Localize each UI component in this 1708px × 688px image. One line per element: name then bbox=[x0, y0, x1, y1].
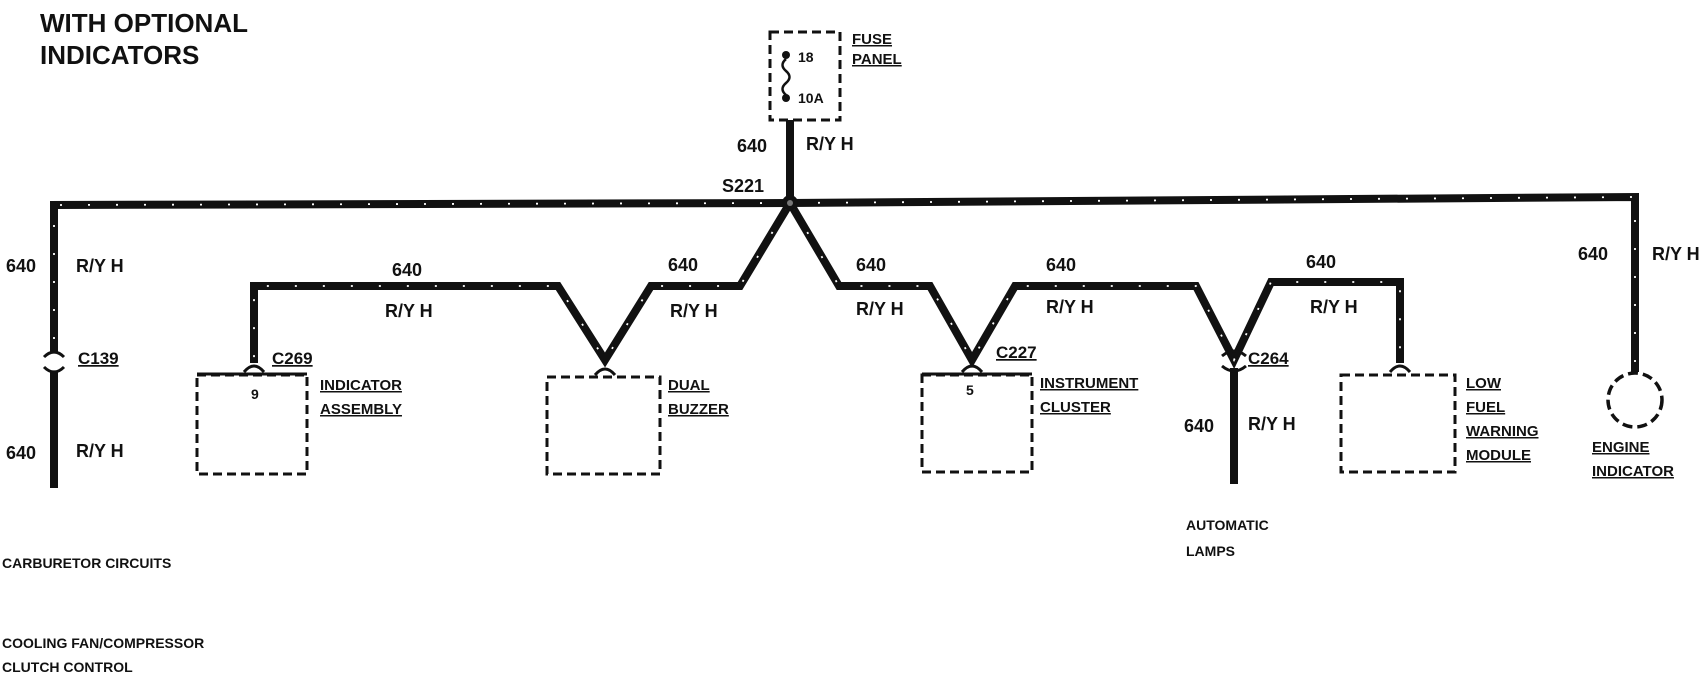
low-fuel-terminal-icon bbox=[1388, 364, 1412, 374]
wire-label-circuit-feed: 640 bbox=[737, 136, 767, 156]
wire-label-color-b5: R/Y H bbox=[1310, 297, 1358, 317]
wire-branch-left bbox=[250, 205, 791, 368]
automatic-lamps-label-2: LAMPS bbox=[1186, 543, 1235, 559]
fuse-terminal-top bbox=[782, 51, 790, 59]
connector-c139-label: C139 bbox=[78, 349, 119, 368]
fuse-number: 18 bbox=[798, 49, 814, 65]
connector-c139-icon-top bbox=[42, 350, 66, 359]
wire-label-circuit-left: 640 bbox=[6, 256, 36, 276]
footnote-cooling-line2: CLUTCH CONTROL bbox=[2, 659, 133, 675]
wire-label-color-auto: R/Y H bbox=[1248, 414, 1296, 434]
fuse-panel-box bbox=[768, 30, 842, 122]
wire-label-color-b2: R/Y H bbox=[670, 301, 718, 321]
automatic-lamps-label-1: AUTOMATIC bbox=[1186, 517, 1269, 533]
wire-label-color-b1: R/Y H bbox=[385, 301, 433, 321]
connector-c264-label: C264 bbox=[1248, 349, 1289, 368]
splice-s221-center bbox=[787, 200, 793, 206]
connector-c269-icon bbox=[242, 364, 266, 374]
instrument-cluster-label-1: INSTRUMENT bbox=[1040, 375, 1138, 392]
wire-label-circuit-auto: 640 bbox=[1184, 416, 1214, 436]
fuse-rating: 10A bbox=[798, 90, 824, 106]
wire-label-circuit-b5: 640 bbox=[1306, 252, 1336, 272]
low-fuel-label-3: WARNING bbox=[1466, 423, 1539, 440]
engine-indicator-lamp-icon bbox=[1606, 371, 1664, 429]
wire-branch-right bbox=[789, 205, 1404, 370]
wire-label-circuit-b2: 640 bbox=[668, 255, 698, 275]
indicator-assembly-label-2: ASSEMBLY bbox=[320, 401, 402, 418]
wire-label-color-right: R/Y H bbox=[1652, 244, 1700, 264]
low-fuel-label-4: MODULE bbox=[1466, 447, 1531, 464]
connector-c269-label: C269 bbox=[272, 349, 313, 368]
indicator-assembly-pin: 9 bbox=[251, 386, 259, 402]
connector-c227-icon bbox=[960, 364, 984, 374]
connector-c264-icon-bottom bbox=[1221, 364, 1247, 373]
dual-buzzer-label-2: BUZZER bbox=[668, 401, 729, 418]
connector-c264-icon-top bbox=[1221, 349, 1247, 358]
wire-right-trunk-tracer bbox=[789, 196, 1636, 372]
wire-label-circuit-right: 640 bbox=[1578, 244, 1608, 264]
dual-buzzer-label-1: DUAL bbox=[668, 377, 710, 394]
wire-label-color-left: R/Y H bbox=[76, 256, 124, 276]
fuse-panel: 18 10A FUSE PANEL bbox=[768, 30, 902, 122]
wire-label-color-feed: R/Y H bbox=[806, 134, 854, 154]
wire-label-circuit-b1: 640 bbox=[392, 260, 422, 280]
footnote-carburetor: CARBURETOR CIRCUITS bbox=[2, 555, 171, 571]
connector-c227-label: C227 bbox=[996, 343, 1037, 362]
wire-label-circuit-b4: 640 bbox=[1046, 255, 1076, 275]
footnote-cooling-line1: COOLING FAN/COMPRESSOR bbox=[2, 635, 204, 651]
wire-label-circuit-left-lower: 640 bbox=[6, 443, 36, 463]
title-line2: INDICATORS bbox=[40, 40, 199, 70]
engine-indicator-label-2: INDICATOR bbox=[1592, 463, 1674, 480]
engine-indicator-label-1: ENGINE bbox=[1592, 439, 1650, 456]
splice-label: S221 bbox=[722, 176, 764, 196]
fuse-panel-label-1: FUSE bbox=[852, 31, 892, 48]
title-line1: WITH OPTIONAL bbox=[40, 8, 248, 38]
fuse-terminal-bottom bbox=[782, 94, 790, 102]
wire-label-color-left-lower: R/Y H bbox=[76, 441, 124, 461]
low-fuel-label-2: FUEL bbox=[1466, 399, 1505, 416]
low-fuel-module-box bbox=[1339, 373, 1457, 474]
instrument-cluster-pin: 5 bbox=[966, 382, 974, 398]
fuse-icon bbox=[781, 58, 791, 96]
wire-label-circuit-b3: 640 bbox=[856, 255, 886, 275]
wire-left-trunk bbox=[50, 199, 791, 352]
indicator-assembly-label-1: INDICATOR bbox=[320, 377, 402, 394]
dual-buzzer-terminal-icon bbox=[593, 367, 617, 377]
instrument-cluster-label-2: CLUSTER bbox=[1040, 399, 1111, 416]
low-fuel-label-1: LOW bbox=[1466, 375, 1502, 392]
fuse-panel-label-2: PANEL bbox=[852, 51, 902, 68]
instrument-cluster-box bbox=[920, 373, 1034, 474]
wire-label-color-b3: R/Y H bbox=[856, 299, 904, 319]
dual-buzzer-box bbox=[545, 375, 662, 476]
connector-c139-icon-bottom bbox=[42, 365, 66, 374]
wire-label-color-b4: R/Y H bbox=[1046, 297, 1094, 317]
indicator-assembly-box bbox=[195, 373, 309, 476]
